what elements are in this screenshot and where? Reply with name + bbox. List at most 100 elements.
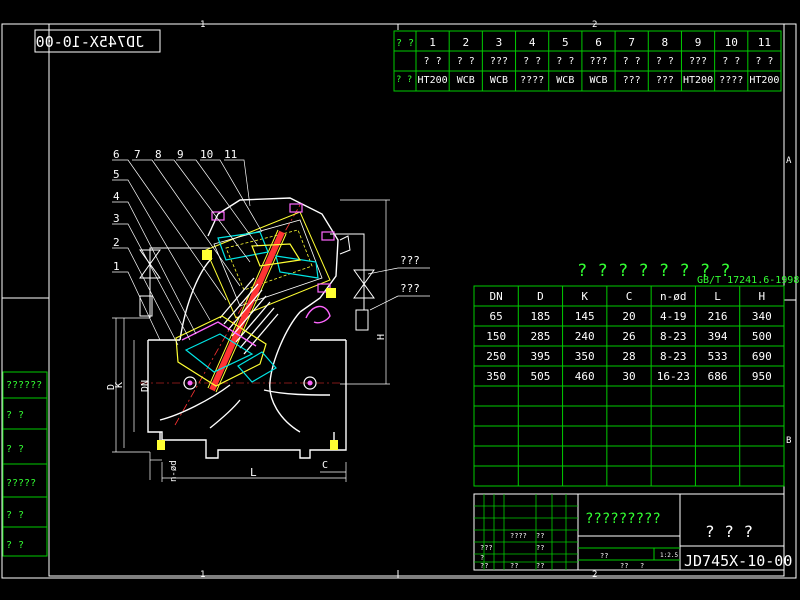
callout-8: 8 bbox=[155, 148, 162, 161]
dim-table-cell: 533 bbox=[708, 350, 728, 363]
sign-label: ?? bbox=[536, 562, 544, 570]
zone-mark-bottom-1: 1 bbox=[200, 570, 205, 580]
dim-table-cell: 686 bbox=[708, 370, 728, 383]
dim-table-title: ? ? ? ? ? ? ? ? bbox=[577, 261, 731, 281]
sign-label: ?? bbox=[510, 562, 518, 570]
dim-table-cell: 28 bbox=[622, 350, 635, 363]
dim-table-cell: 65 bbox=[490, 310, 503, 323]
parts-material: ??? bbox=[623, 75, 641, 86]
sign-label: ? bbox=[640, 562, 644, 570]
parts-name: ? ? bbox=[656, 56, 674, 67]
parts-number: 11 bbox=[758, 36, 771, 49]
left-label: ????? bbox=[6, 478, 36, 489]
sign-label: ?? bbox=[480, 562, 488, 570]
parts-number: 2 bbox=[462, 36, 469, 49]
parts-table-grid bbox=[393, 30, 782, 92]
title-block-sign-grid: ??????????????????????? bbox=[474, 494, 644, 570]
drawing-name: ????????? bbox=[585, 511, 661, 527]
callout-9: 9 bbox=[177, 148, 184, 161]
sign-label: ?? bbox=[600, 552, 608, 560]
parts-number: 7 bbox=[628, 36, 635, 49]
left-label: ? ? bbox=[6, 444, 24, 455]
scale-value: 1:2.5 bbox=[660, 552, 678, 559]
valve-bonnet bbox=[205, 197, 339, 319]
dim-table-header: C bbox=[626, 290, 633, 303]
dim-table-cell: 240 bbox=[575, 330, 595, 343]
parts-number: 9 bbox=[695, 36, 702, 49]
flange-bolts bbox=[157, 440, 338, 450]
callout-3: 3 bbox=[113, 212, 120, 225]
sign-label: ?? bbox=[620, 562, 628, 570]
callout-2: 2 bbox=[113, 236, 120, 249]
callout-4: 4 bbox=[113, 190, 120, 203]
parts-material: WCB bbox=[556, 75, 574, 86]
dim-table-cell: 145 bbox=[575, 310, 595, 323]
dim-table-cell: 8-23 bbox=[660, 330, 687, 343]
drawing-code-top-box: JD745X-10-00 bbox=[34, 29, 161, 53]
dim-table-cell: 4-19 bbox=[660, 310, 687, 323]
sign-label: ?? bbox=[536, 532, 544, 540]
drawing-code-top: JD745X-10-00 bbox=[36, 33, 144, 51]
drawing-code-bottom: JD745X-10-00 bbox=[684, 552, 792, 570]
valve-spring bbox=[219, 277, 279, 355]
zone-mark-bottom-2: 2 bbox=[592, 570, 597, 580]
sign-label: ?? bbox=[536, 544, 544, 552]
dim-table-cell: 216 bbox=[708, 310, 728, 323]
dim-table-cell: 950 bbox=[752, 370, 772, 383]
left-label: ? ? bbox=[6, 510, 24, 521]
sign-label: ???? bbox=[510, 532, 527, 540]
parts-name: ? ? bbox=[424, 56, 442, 67]
parts-material: HT200 bbox=[749, 75, 779, 86]
dim-table-cell: 690 bbox=[752, 350, 772, 363]
pipe-label-2: ??? bbox=[400, 282, 420, 295]
zone-mark-top-1: 1 bbox=[200, 20, 205, 30]
dim-table-header: n-ød bbox=[660, 290, 687, 303]
sign-label: ??? bbox=[480, 544, 493, 552]
parts-name: ? ? bbox=[623, 56, 641, 67]
dim-table-cell: 8-23 bbox=[660, 350, 687, 363]
parts-material: WCB bbox=[490, 75, 508, 86]
cover-bolts bbox=[202, 203, 336, 298]
callout-11: 11 bbox=[224, 148, 237, 161]
dim-table-cell: 30 bbox=[622, 370, 635, 383]
dim-label-l: L bbox=[250, 466, 257, 479]
left-labels: ??????? ?? ??????? ?? ? bbox=[6, 380, 42, 551]
valve-disc bbox=[175, 315, 277, 387]
dim-table-cell: 340 bbox=[752, 310, 772, 323]
hook-piece bbox=[305, 305, 331, 324]
callout-10: 10 bbox=[200, 148, 213, 161]
company-name: ? ? ? bbox=[705, 522, 753, 541]
callout-6: 6 bbox=[113, 148, 120, 161]
left-label: ? ? bbox=[6, 540, 24, 551]
shaft-circles bbox=[183, 251, 317, 390]
callout-leaders bbox=[112, 159, 430, 346]
dim-table-cell: 350 bbox=[486, 370, 506, 383]
parts-name: ? ? bbox=[556, 56, 574, 67]
parts-name: ? ? bbox=[722, 56, 740, 67]
dim-table-cell: 350 bbox=[575, 350, 595, 363]
dim-table-cell: 394 bbox=[708, 330, 728, 343]
valve-diaphragm bbox=[217, 231, 319, 279]
dim-table-cell: 505 bbox=[530, 370, 550, 383]
dim-table-cell: 185 bbox=[530, 310, 550, 323]
parts-material-label: ? ? bbox=[396, 75, 412, 85]
parts-number: 10 bbox=[725, 36, 738, 49]
zone-mark-right-a: A bbox=[786, 156, 792, 166]
parts-material: ??? bbox=[656, 75, 674, 86]
title-block-grid bbox=[473, 493, 785, 571]
parts-name: ? ? bbox=[523, 56, 541, 67]
callout-7: 7 bbox=[134, 148, 141, 161]
valve-assembly-drawing bbox=[112, 159, 430, 482]
dim-table-header: H bbox=[759, 290, 766, 303]
parts-number: 4 bbox=[529, 36, 536, 49]
zone-mark-top-2: 2 bbox=[592, 20, 597, 30]
left-label: ?????? bbox=[6, 380, 42, 391]
zone-mark-right-b: B bbox=[786, 436, 791, 446]
parts-material: WCB bbox=[457, 75, 475, 86]
dimension-lines bbox=[112, 199, 390, 482]
dim-table-cell: 285 bbox=[530, 330, 550, 343]
dim-table-header: K bbox=[581, 290, 588, 303]
parts-name: ??? bbox=[589, 56, 607, 67]
